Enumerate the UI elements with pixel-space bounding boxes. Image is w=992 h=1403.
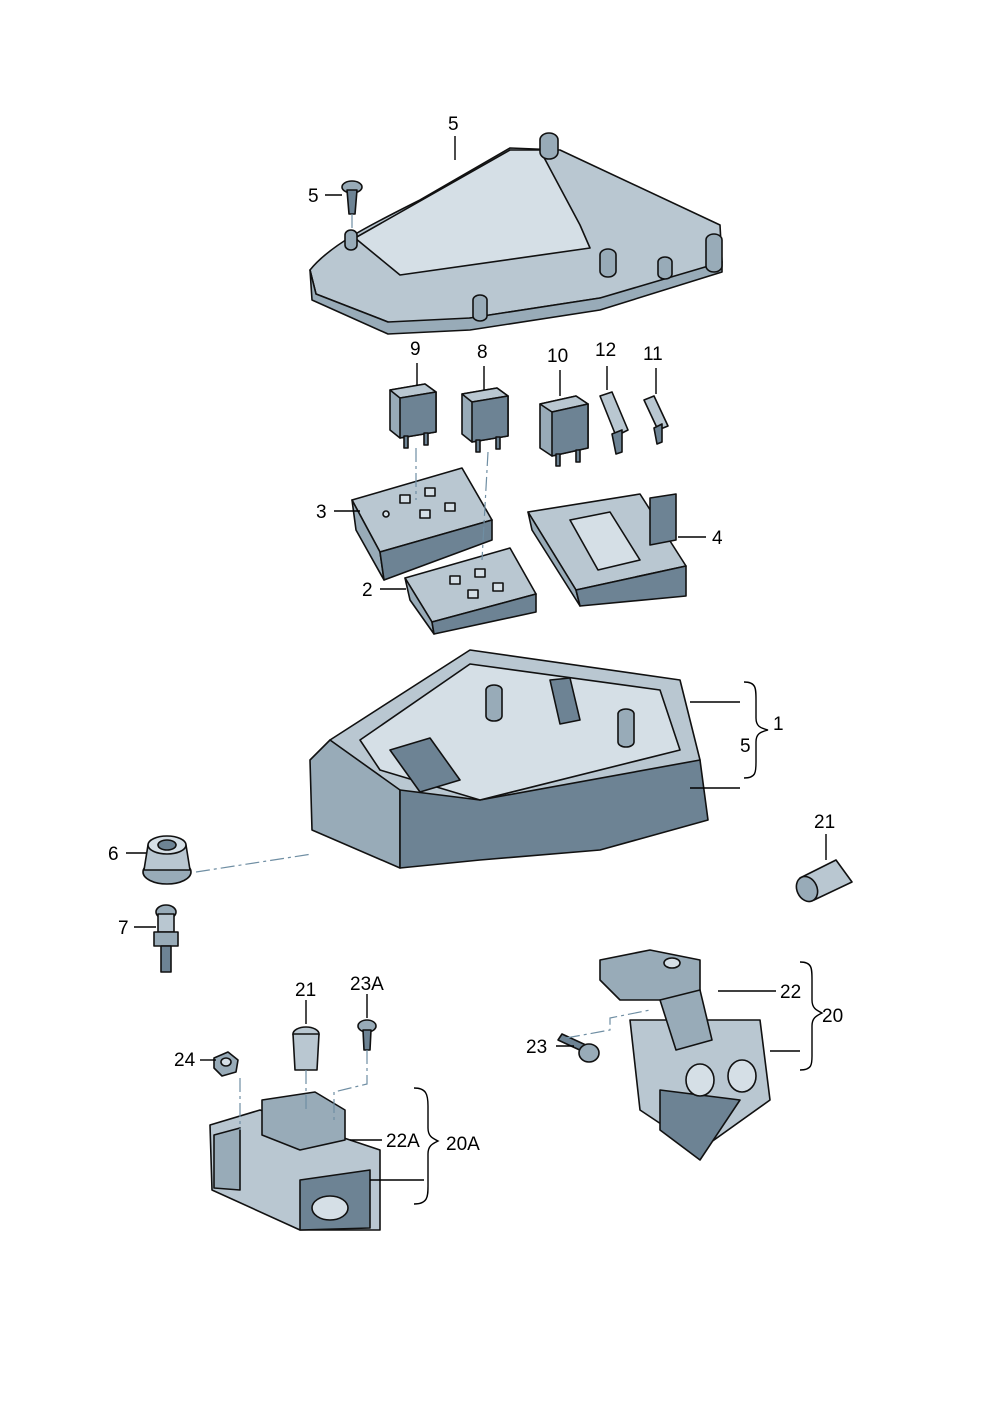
screw-23a <box>357 1019 377 1051</box>
label-screw-23a: 23A <box>350 974 384 995</box>
label-nut-24: 24 <box>174 1050 196 1071</box>
label-bracket-22a: 22A <box>386 1131 420 1152</box>
relay-10 <box>539 395 589 467</box>
label-relay-9: 9 <box>410 339 421 360</box>
label-cap-21-right: 21 <box>814 812 835 833</box>
label-relay-10: 10 <box>547 346 568 367</box>
cover-screw <box>341 180 363 215</box>
bracket-screw-23 <box>557 1033 600 1063</box>
label-bracket-group-20a: 20A <box>446 1134 480 1155</box>
label-bracket-group-20: 20 <box>822 1006 843 1027</box>
label-fuse-holder-4: 4 <box>712 528 723 549</box>
bolt-21-left <box>292 1026 320 1071</box>
label-fuse-11: 11 <box>643 344 663 365</box>
relay-9 <box>389 383 437 449</box>
fuse-holder-4 <box>527 493 687 607</box>
label-screw-23: 23 <box>526 1037 547 1058</box>
label-cover: 5 <box>448 114 459 135</box>
fuse-box-housing <box>309 649 709 869</box>
relay-plate-3 <box>351 467 493 581</box>
fuse-box-cover <box>309 132 723 335</box>
leader-lines <box>126 136 827 1205</box>
label-fuse-12: 12 <box>595 340 616 361</box>
label-bracket-22: 22 <box>780 982 801 1003</box>
callout-labels: 5 5 9 8 10 12 11 3 4 2 1 5 6 7 21 22 20 … <box>108 114 843 1155</box>
fuse-11 <box>643 395 669 445</box>
label-bolt-21-left: 21 <box>295 980 316 1001</box>
label-box-group: 1 <box>773 714 784 735</box>
label-cover-screw: 5 <box>308 186 319 207</box>
fuse-12 <box>599 391 629 455</box>
bracket-assembly-left <box>209 1091 381 1231</box>
label-bushing-6: 6 <box>108 844 119 865</box>
bracket-assembly-right <box>599 949 771 1161</box>
rubber-bushing <box>142 835 192 885</box>
label-relay-8: 8 <box>477 342 488 363</box>
label-bolt-7: 7 <box>118 918 129 939</box>
nut-24 <box>213 1051 239 1077</box>
label-box-sub: 5 <box>740 736 751 757</box>
relay-plate-2 <box>404 547 537 635</box>
mounting-bolt <box>153 904 179 973</box>
relay-8 <box>461 387 509 453</box>
label-relay-plate-2: 2 <box>362 580 373 601</box>
protective-cap-right <box>795 859 853 903</box>
label-relay-plate-3: 3 <box>316 502 327 523</box>
assembly-lines <box>195 214 651 1130</box>
